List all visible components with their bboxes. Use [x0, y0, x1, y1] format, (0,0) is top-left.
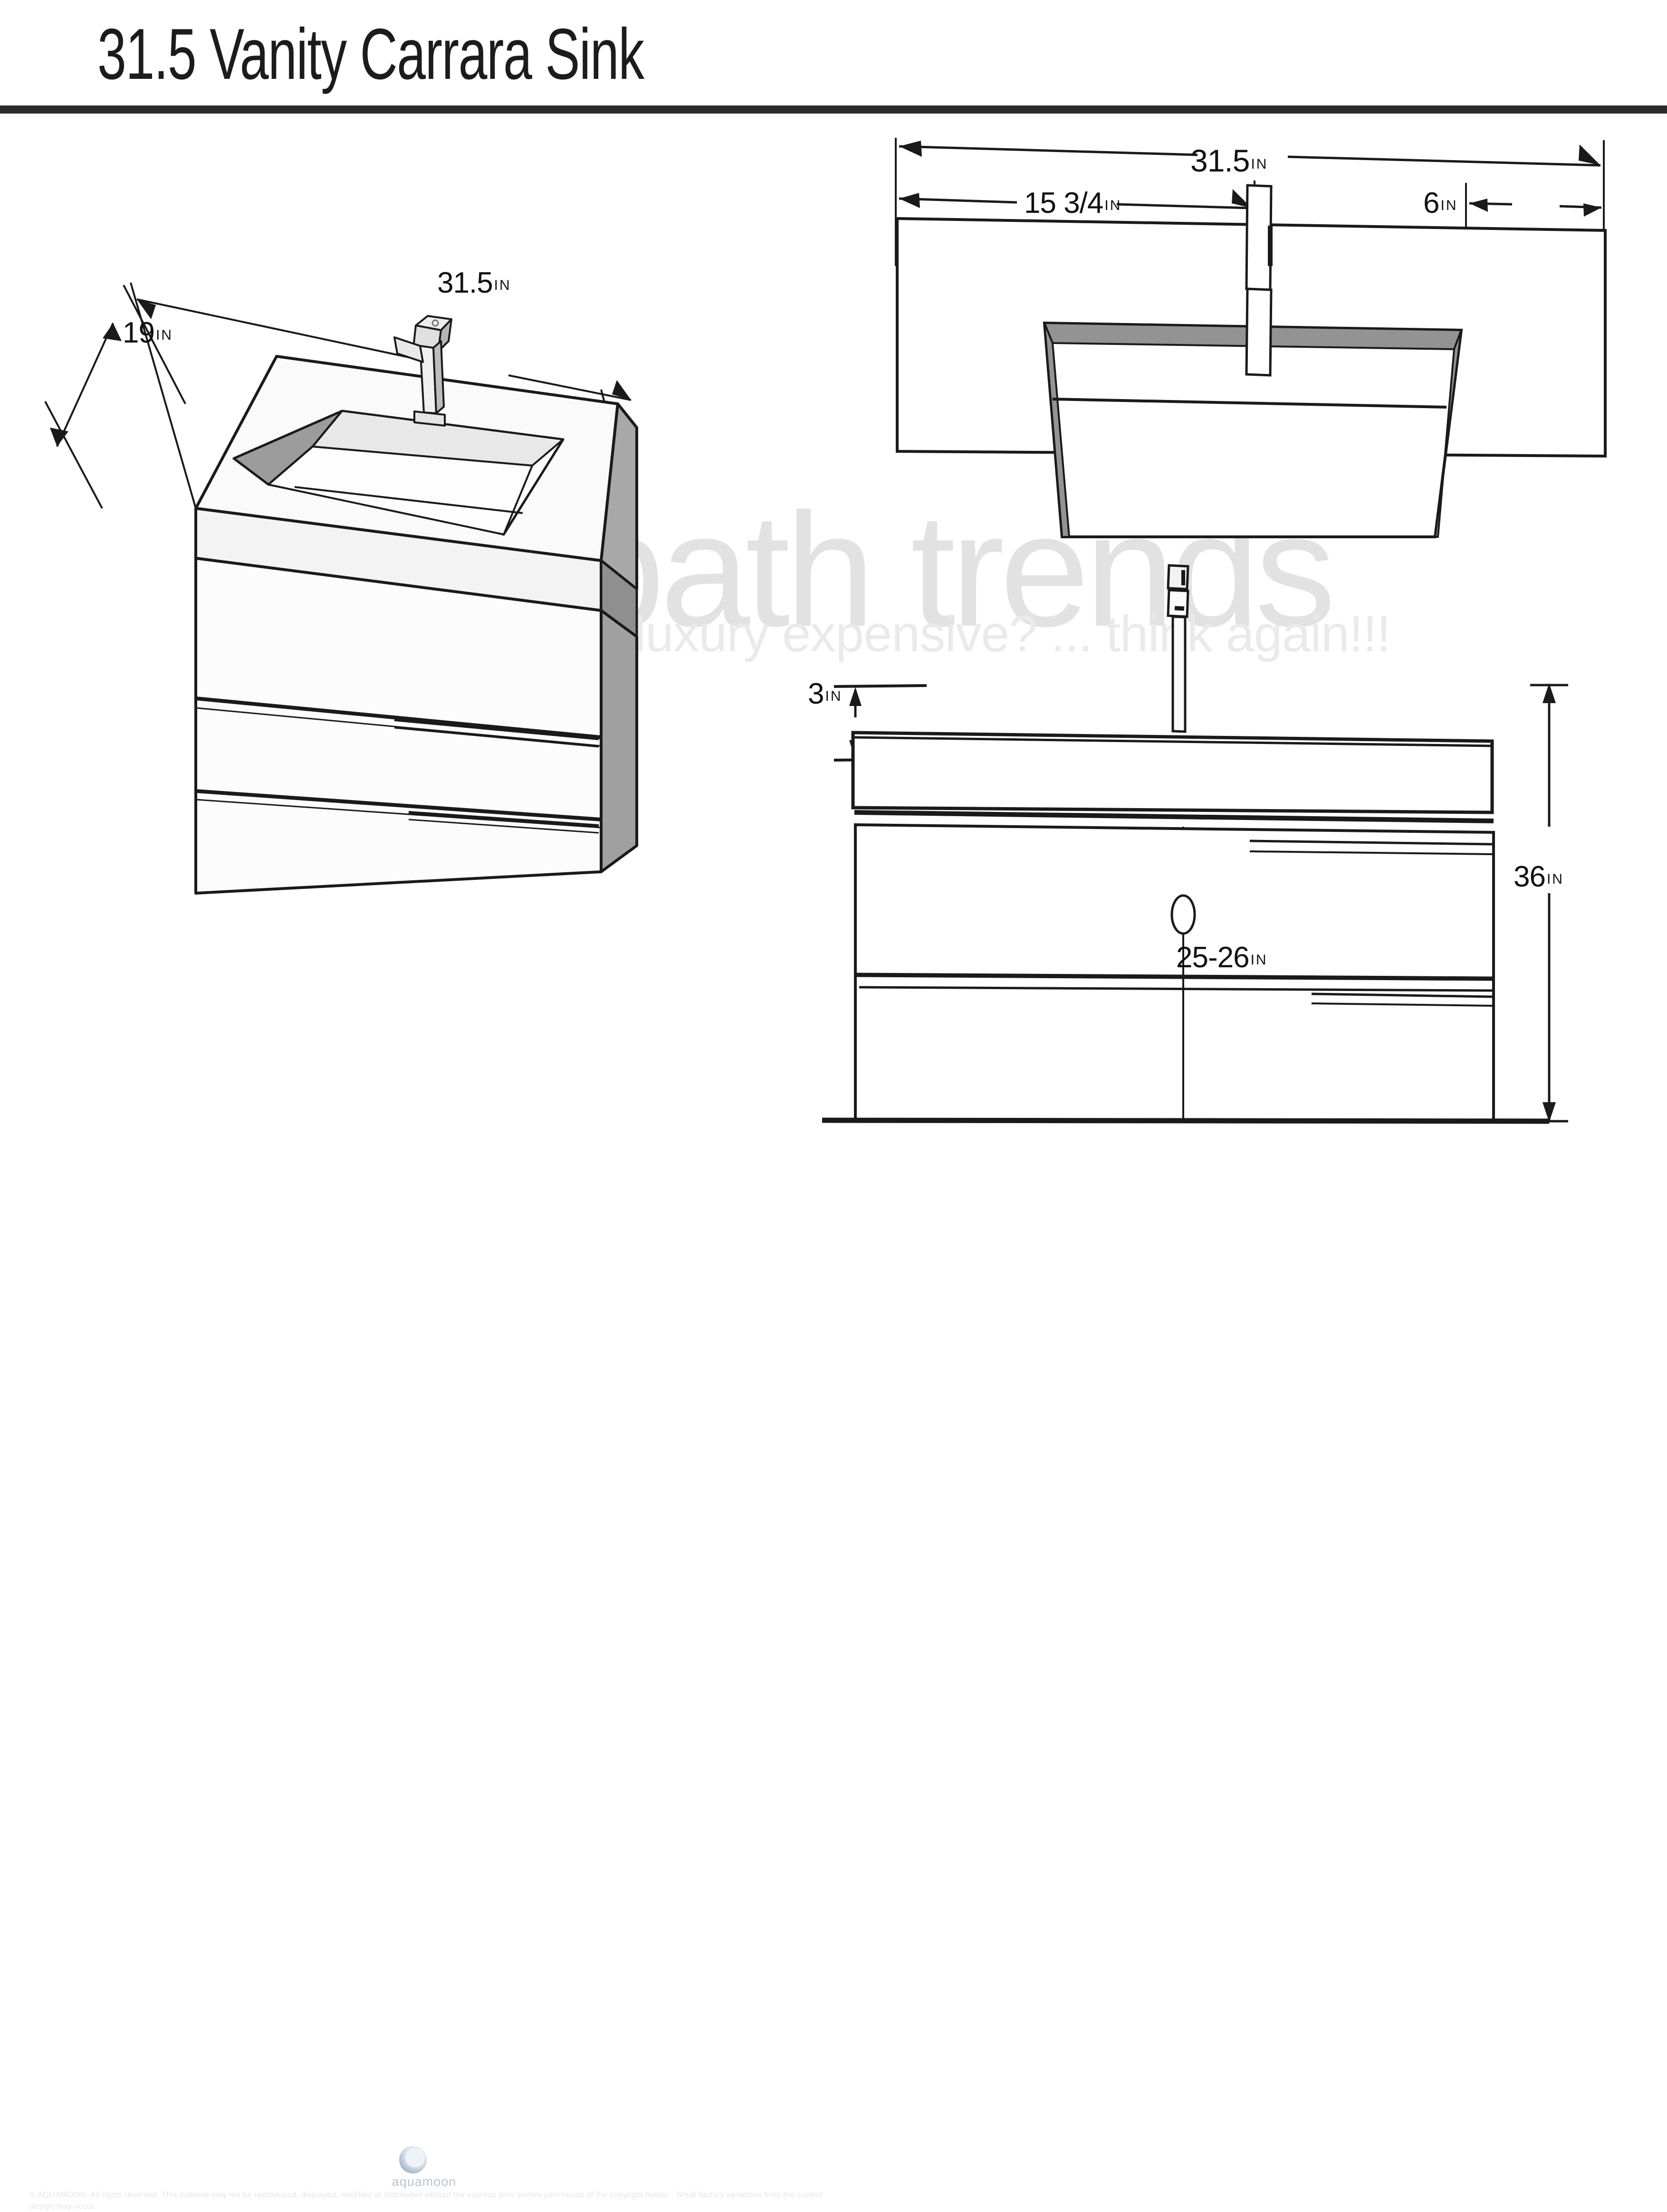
header-divider	[0, 105, 1667, 114]
front-elevation-view	[822, 564, 1568, 1124]
aquamoon-logo: aquamoon	[380, 2145, 468, 2190]
top-plan-view	[895, 138, 1607, 538]
copyright-notice: © AQUAMOON. All rights reserved. This ma…	[29, 2190, 823, 2211]
isometric-vanity-view	[44, 282, 638, 895]
aquamoon-wordmark: aquamoon	[392, 2174, 457, 2189]
aquamoon-moon-icon	[399, 2146, 427, 2174]
footer: aquamoon © AQUAMOON. All rights reserved…	[0, 1069, 1667, 2211]
header: 31.5 Vanity Carrara Sink	[0, 0, 1667, 114]
page-title: 31.5 Vanity Carrara Sink	[97, 14, 644, 95]
